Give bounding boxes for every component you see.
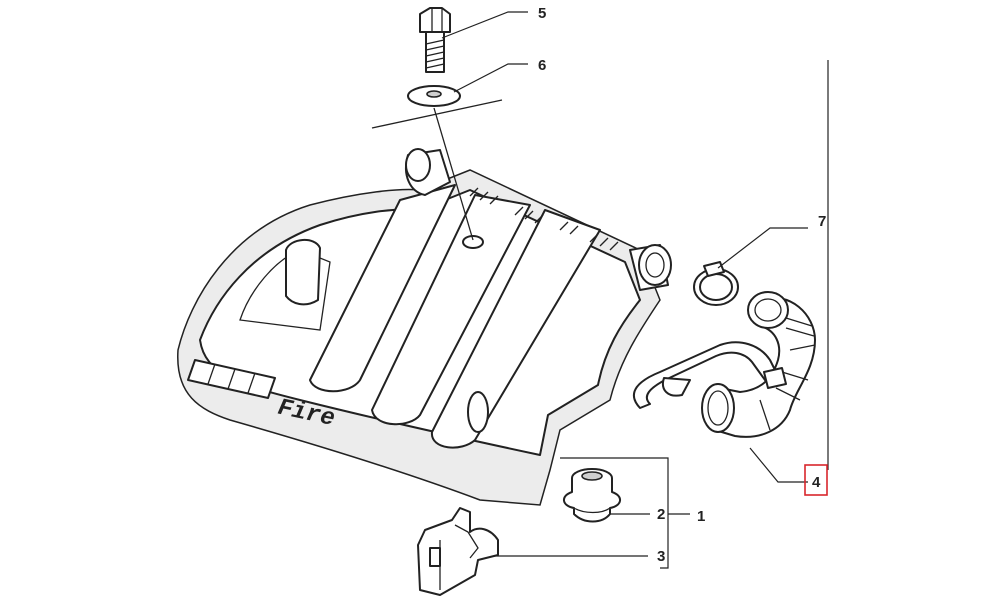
callout-4-highlight [804,464,828,496]
engine-cover-runner-3 [430,209,601,449]
engine-cover-vent [187,359,276,399]
bracket [417,507,499,596]
leader-lines [441,11,808,569]
air-hose [632,291,816,438]
callout-3: 3 [657,548,665,565]
engine-cover-hatching [469,187,619,251]
callout-6: 6 [538,57,546,74]
engine-cover-runner-1 [309,184,456,393]
bolt-axis-reference [371,99,503,129]
bolt [419,7,451,73]
grommet [563,468,621,523]
engine-cover-outlet-left [405,148,451,196]
callout-7: 7 [818,213,826,230]
engine-cover-runner-2 [371,194,531,426]
callout-5: 5 [538,5,546,22]
callout-2: 2 [657,506,665,523]
callout-4: 4 [812,474,821,491]
engine-cover-oval-port [467,391,489,433]
washer [407,85,461,107]
bolt-axis-line [433,107,474,241]
engine-cover-boss [285,239,321,306]
engine-cover-mount-hole [462,235,484,249]
callout-1: 1 [697,508,705,525]
engine-cover: Fire [177,148,672,506]
engine-cover-outlet-right [629,244,672,291]
hose-clamp [693,261,739,306]
